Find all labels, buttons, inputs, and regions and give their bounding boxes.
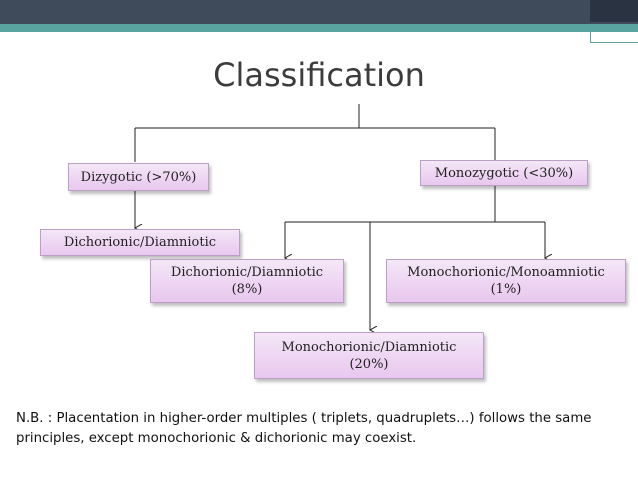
node-mono-dichorionic-percent: (8%) [231,282,263,297]
node-mono-di: Monochorionic/Diamniotic (20%) [254,332,484,379]
node-monozygotic-label: Monozygotic (<30%) [434,165,574,181]
corner-line-vertical [590,24,591,42]
node-monozygotic: Monozygotic (<30%) [420,160,588,186]
footnote: N.B. : Placentation in higher-order mult… [16,409,626,449]
corner-line-horizontal [590,42,638,43]
node-mono-mono-percent: (1%) [490,282,522,297]
node-mono-di-percent: (20%) [349,356,389,372]
footnote-line-2: principles, except monochorionic & dicho… [16,431,417,446]
node-mono-mono-label: Monochorionic/Monoamniotic [407,265,605,280]
node-mono-dichorionic: Dichorionic/Diamniotic (8%) [150,259,344,303]
node-dizygotic-label: Dizygotic (>70%) [80,169,197,185]
corner-decoration [590,0,638,22]
slide-title: Classification [213,56,425,94]
node-dizygotic-dichorionic: Dichorionic/Diamniotic [40,229,240,256]
node-mono-dichorionic-label: Dichorionic/Diamniotic [170,265,324,280]
node-mono-mono: Monochorionic/Monoamniotic (1%) [386,259,626,303]
node-dizygotic: Dizygotic (>70%) [68,163,209,191]
node-mono-di-label: Monochorionic/Diamniotic [281,339,457,355]
slide-accent-bar [0,24,638,32]
node-dizygotic-dichorionic-label: Dichorionic/Diamniotic [63,235,217,250]
slide-header-bar [0,0,638,24]
footnote-line-1: N.B. : Placentation in higher-order mult… [16,411,592,426]
